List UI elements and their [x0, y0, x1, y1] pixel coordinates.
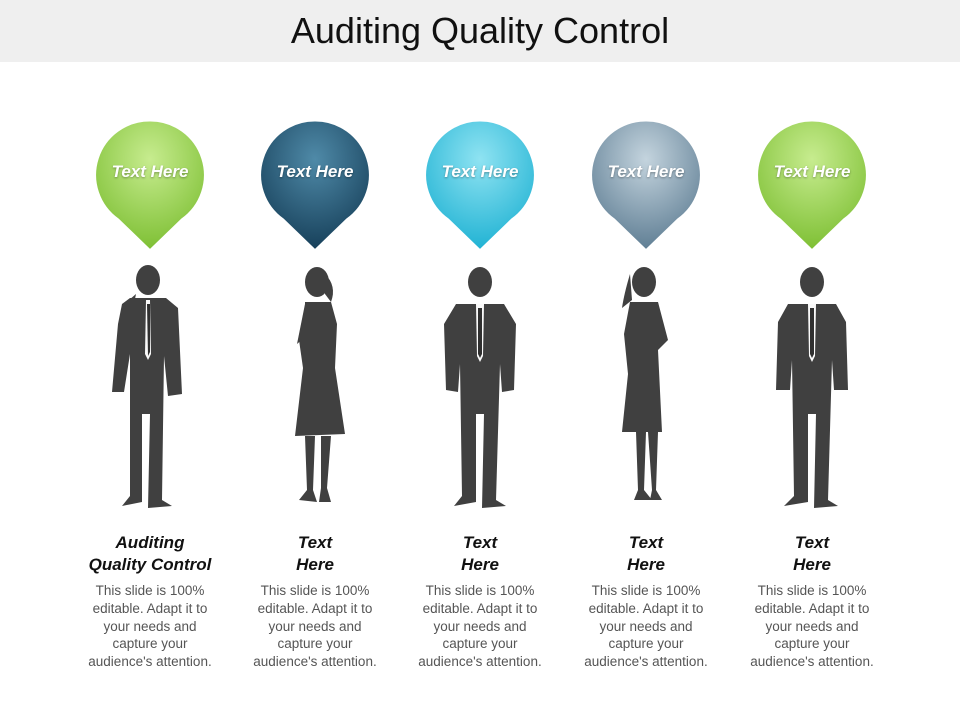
pin-label: Text Here — [441, 162, 519, 181]
man-standing-silhouette-icon — [762, 264, 862, 512]
column-heading: Text Here — [461, 533, 499, 574]
slide-title: Auditing Quality Control — [290, 10, 670, 51]
column-description: This slide is 100% editable. Adapt it to… — [750, 583, 874, 670]
pin-marker: Text Here — [420, 118, 540, 254]
column-2: Text Here Text Here This slide is 100% e… — [230, 0, 400, 720]
woman-arms-crossed-silhouette-icon — [596, 264, 696, 512]
man-on-phone-silhouette-icon — [100, 264, 200, 512]
pin-marker: Text Here — [586, 118, 706, 254]
column-heading: Text Here — [296, 533, 334, 574]
column-heading: Text Here — [793, 533, 831, 574]
woman-thinking-silhouette-icon — [265, 264, 365, 512]
pin-marker: Text Here — [752, 118, 872, 254]
column-description: This slide is 100% editable. Adapt it to… — [584, 583, 708, 670]
column-description: This slide is 100% editable. Adapt it to… — [88, 583, 212, 670]
pin-label: Text Here — [607, 162, 685, 181]
pin-marker: Text Here — [90, 118, 210, 254]
column-3: Text Here Text Here This slide is 100% e… — [395, 0, 565, 720]
column-5: Text Here Text Here This slide is 100% e… — [727, 0, 897, 720]
pin-marker: Text Here — [255, 118, 375, 254]
pin-label: Text Here — [276, 162, 354, 181]
column-1: Text Here Auditing Quality Control This … — [65, 0, 235, 720]
column-description: This slide is 100% editable. Adapt it to… — [253, 583, 377, 670]
column-heading: Auditing Quality Control — [88, 533, 212, 574]
column-heading: Text Here — [627, 533, 665, 574]
man-hands-in-pockets-silhouette-icon — [430, 264, 530, 512]
pin-label: Text Here — [111, 162, 189, 181]
column-4: Text Here Text Here This slide is 100% e… — [561, 0, 731, 720]
title-bar — [0, 0, 960, 62]
column-description: This slide is 100% editable. Adapt it to… — [418, 583, 542, 670]
pin-label: Text Here — [773, 162, 851, 181]
